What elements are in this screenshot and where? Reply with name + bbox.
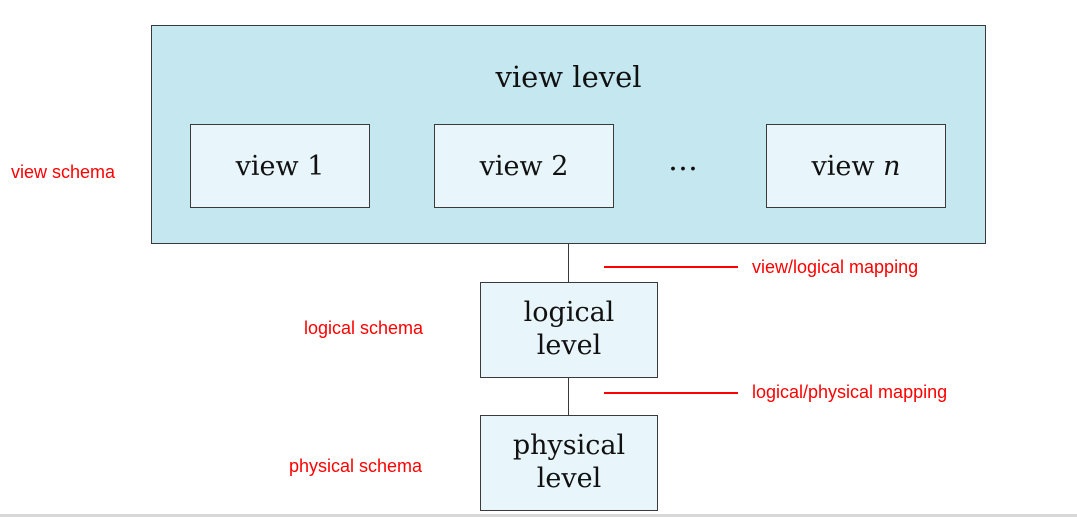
view-schema-label: view schema <box>11 162 116 182</box>
physical-level-box: physical level <box>480 415 658 511</box>
logical-physical-mapping-line <box>604 392 738 394</box>
physical-level-line1: physical <box>512 430 626 462</box>
physical-level-line2: level <box>536 463 602 494</box>
ellipsis: … <box>668 143 698 178</box>
logical-physical-mapping-label: logical/physical mapping <box>752 382 948 402</box>
view-2-label: view <box>479 150 543 182</box>
logical-level-line2: level <box>536 330 602 361</box>
view-n-number: n <box>883 150 901 182</box>
logical-physical-connector <box>568 378 569 415</box>
view-2-number: 2 <box>551 150 569 182</box>
view-logical-mapping-line <box>604 266 738 268</box>
view-n-box: view n <box>766 124 946 208</box>
view-1-label: view <box>235 150 299 182</box>
view-logical-mapping-label: view/logical mapping <box>752 257 919 277</box>
view-level-title: view level <box>495 60 642 94</box>
view-1-number: 1 <box>307 150 325 182</box>
view-1-box: view 1 <box>190 124 370 208</box>
view-logical-connector <box>568 244 569 282</box>
logical-schema-label: logical schema <box>304 318 424 338</box>
view-n-label: view <box>811 150 875 182</box>
logical-level-line1: logical <box>523 297 615 329</box>
view-2-box: view 2 <box>434 124 614 208</box>
physical-schema-label: physical schema <box>289 456 423 476</box>
logical-level-box: logical level <box>480 282 658 378</box>
bottom-divider <box>0 514 1077 517</box>
